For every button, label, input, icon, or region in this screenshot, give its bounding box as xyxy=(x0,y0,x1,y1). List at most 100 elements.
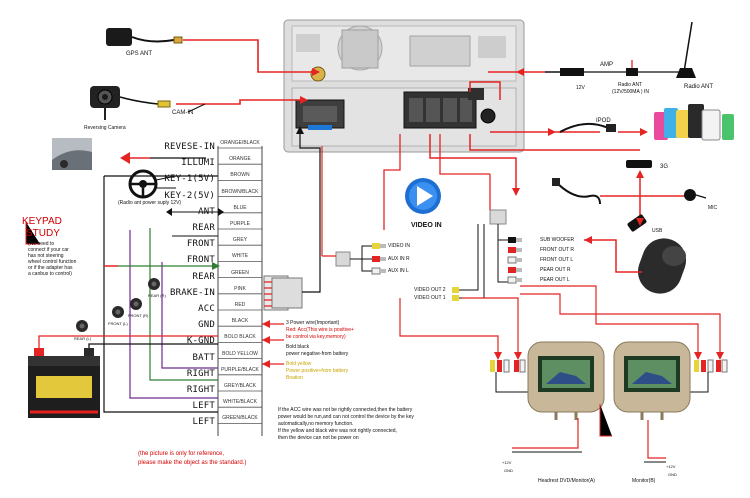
pin-label: REVESE-IN xyxy=(164,142,215,152)
head-unit-back xyxy=(283,19,525,153)
kgnd-note-1: Bold black xyxy=(286,344,310,350)
pin-label: LEFT xyxy=(192,417,215,428)
pin-wire-color: BLACK xyxy=(231,318,249,325)
pin-label: REAR xyxy=(192,271,215,282)
monitor-a-gnd: GND xyxy=(504,468,513,473)
keypad-subtitle: STUDY xyxy=(26,228,60,239)
radio-ant-power-note: (Radio ant power suply 12V) xyxy=(118,200,182,206)
speaker-front-left-label: FRONT (L) xyxy=(108,321,128,326)
pin-label: GND xyxy=(198,320,215,331)
warning-line: If the ACC wire was not be rightly conne… xyxy=(278,407,413,413)
warning-line: automatically,no memory function. xyxy=(278,421,354,427)
pin-wire-color: GREY/BLACK xyxy=(224,383,256,389)
3g-dongle-icon xyxy=(626,160,652,168)
radio-ant-label: Radio ANT xyxy=(684,84,714,90)
video-in-play-icon xyxy=(405,178,441,214)
pin-wire-color: BOLD YELLOW xyxy=(222,350,258,357)
pin-wire-color: BLUE xyxy=(233,204,247,211)
keypad-note-line: connect if your car xyxy=(28,247,69,253)
output-pear-out-l: PEAR OUT L xyxy=(540,277,570,283)
12v-label: 12V xyxy=(576,85,585,91)
batt-note-1: Bold yellow xyxy=(286,361,312,367)
mic-icon xyxy=(684,189,707,201)
speaker-front-right-label: FRONT (R) xyxy=(128,313,149,318)
warning-line: power would be run,and can not control t… xyxy=(278,414,414,420)
pin-wire-color: WHITE xyxy=(231,253,249,260)
speaker-rear-left-label: REAR (L) xyxy=(74,336,92,341)
output-sub-woofer: SUB WOOFER xyxy=(540,237,575,243)
3g-label: 3G xyxy=(660,164,669,170)
speaker-rear-right-icon xyxy=(148,278,160,290)
pin-label: ACC xyxy=(198,304,215,314)
monitor-a-12v: +12V xyxy=(502,460,512,465)
usb-stick-icon xyxy=(627,214,647,232)
subwoofer-icon xyxy=(637,238,687,294)
harness-connector xyxy=(263,275,303,311)
keypad-note-line: has not steering xyxy=(28,253,64,259)
harness-table xyxy=(217,146,263,436)
pin-label: FRONT xyxy=(186,255,215,266)
radio-antenna-icon xyxy=(676,21,696,78)
aux-in-r-label: AUX IN R xyxy=(388,256,410,262)
aux-in-l-label: AUX IN L xyxy=(388,268,409,274)
pin-label: ILLUMI xyxy=(181,158,215,169)
batt-note-2: Power positive+from battery xyxy=(286,368,349,374)
pin-label: KEY-2(5V) xyxy=(164,190,215,201)
monitor-b-label: Monitor(B) xyxy=(632,478,656,484)
acc-note-3: be control via key,memory) xyxy=(286,334,346,340)
keypad-note-line: or if the adapter has xyxy=(28,265,73,271)
reversing-camera-icon xyxy=(90,86,171,120)
video-in-title: VIDEO IN xyxy=(411,222,442,229)
keypad-note-line: wheel control function xyxy=(28,259,77,265)
ipod-label: IPOD xyxy=(596,118,611,124)
speaker-front-right-icon xyxy=(130,298,142,310)
acc-note-2: Red: Acc(This wire is positive+ xyxy=(286,327,354,333)
rca-plugs-left xyxy=(490,359,526,373)
pin-wire-color: GREEN/BLACK xyxy=(222,415,258,422)
pin-label: K-GND xyxy=(186,336,215,347)
keypad-note: (No need to connect if your car has not … xyxy=(28,241,76,277)
video-in-label: VIDEO IN xyxy=(388,243,410,249)
keypad-note-line: (No need to xyxy=(28,241,55,247)
reference-note-2: please make the object as the standard.) xyxy=(138,460,247,466)
kgnd-note-2: power negative-from battery xyxy=(286,351,349,357)
gps-antenna-icon xyxy=(106,28,183,46)
pin-label: BATT xyxy=(192,352,215,363)
pin-wire-color: BROWN/BLACK xyxy=(221,188,259,195)
pin-wire-color: PINK xyxy=(234,285,246,292)
car-photo xyxy=(52,138,92,170)
radio-ant-note-1: Radio ANT xyxy=(618,82,643,88)
warning-line: If the yellow and black wire was not rig… xyxy=(278,428,397,434)
warning-line: then the device can not be power on xyxy=(278,435,359,441)
headrest-monitor-a xyxy=(527,341,605,420)
pin-label: BRAKE-IN xyxy=(170,287,215,298)
pin-label: FRONT xyxy=(186,239,215,250)
acc-note-1: 3 Power wire(Important) xyxy=(286,320,340,326)
monitor-b-12v: +12V xyxy=(666,464,676,469)
pin-label: ANT xyxy=(198,206,215,217)
pin-label: RIGHT xyxy=(186,385,215,395)
output-pear-out-r: PEAR OUT R xyxy=(540,267,571,273)
pin-wire-color: RED xyxy=(234,302,246,308)
radio-ant-note-2: (12V/500MA ) IN xyxy=(612,89,649,95)
gps-ant-label: GPS ANT xyxy=(126,51,153,57)
pin-wire-color: BOLD BLACK xyxy=(224,334,256,341)
output-front-out-l: FRONT OUT L xyxy=(540,257,574,263)
pin-label: RIGHT xyxy=(186,368,215,379)
video-out-1-label: VIDEO OUT 1 xyxy=(414,295,446,301)
pin-wire-color: WHITE/BLACK xyxy=(223,399,257,406)
ipod-devices-icon xyxy=(654,104,734,141)
cam-in-label: CAM-IN xyxy=(172,110,194,116)
pin-wire-color: ORANGE xyxy=(229,156,251,163)
steering-wheel-icon xyxy=(128,169,158,199)
reversing-camera-label: Reversing Camera xyxy=(84,125,126,131)
ipod-cable-icon xyxy=(559,122,616,133)
speaker-front-left-icon xyxy=(112,306,124,318)
av-cables xyxy=(321,146,522,301)
battery-icon xyxy=(28,348,100,418)
pin-wire-color: GREEN xyxy=(231,269,249,276)
pin-label: LEFT xyxy=(192,401,215,412)
amp-label: AMP xyxy=(600,62,614,68)
